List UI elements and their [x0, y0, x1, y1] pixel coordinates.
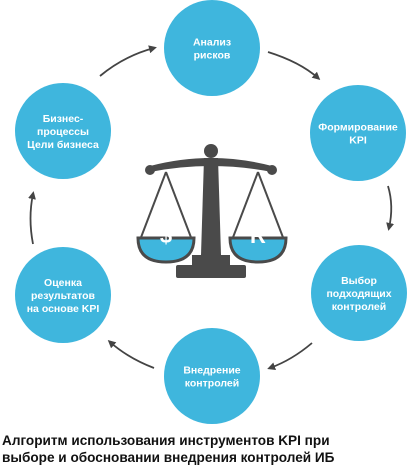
caption-line-1: Алгоритм использования инструментов KPI … — [2, 433, 330, 448]
scale-base-top — [192, 255, 230, 265]
node-label-line: процессы — [37, 126, 89, 138]
cycle-arrow — [267, 342, 313, 371]
cycle-arrows — [28, 45, 395, 371]
node-circle — [164, 328, 260, 424]
node-label-line: Выбор — [341, 275, 377, 287]
node-label-line: Внедрение — [183, 365, 240, 377]
node-circle — [15, 83, 111, 179]
scale-pillar — [201, 158, 221, 255]
r-symbol: R — [250, 223, 266, 248]
node-label-line: Оценка — [44, 277, 82, 289]
left-pan-string — [139, 171, 167, 241]
right-pan-string — [231, 171, 259, 241]
cycle-arrow — [28, 191, 36, 245]
node-label-line: KPI — [349, 135, 367, 147]
right-pan — [228, 236, 288, 264]
node-label-line: рисков — [194, 50, 231, 62]
cycle-arrow — [267, 51, 321, 80]
dollar-symbol: $ — [160, 223, 172, 248]
diagram-caption: Алгоритм использования инструментов KPI … — [2, 432, 412, 466]
cycle-arrow — [107, 340, 155, 369]
scale-knob — [204, 144, 218, 158]
node-label-line: на основе KPI — [27, 303, 100, 315]
node-label-line: контролей — [332, 301, 386, 313]
left-pan — [136, 236, 196, 264]
node-circle — [310, 85, 406, 181]
scale-beam-end-left — [145, 165, 155, 175]
balance-scale-icon: $ R — [136, 144, 288, 278]
node-label-line: контролей — [185, 378, 239, 390]
node-circle — [15, 247, 111, 343]
scale-base — [176, 265, 246, 278]
node-circle — [311, 245, 407, 341]
node-label-line: подходящих — [326, 288, 391, 300]
scale-beam-end-right — [267, 165, 277, 175]
node-label-line: результатов — [31, 290, 96, 302]
caption-line-2: выборе и обосновании внедрения контролей… — [2, 450, 335, 465]
node-label-line: Цели бизнеса — [27, 139, 99, 151]
left-pan-string — [165, 171, 193, 241]
node-label-line: Анализ — [193, 37, 231, 49]
cycle-arrow — [99, 45, 157, 77]
node-label-line: Формирование — [318, 122, 398, 134]
node-circle — [164, 0, 260, 96]
node-label-line: Бизнес- — [43, 113, 84, 125]
right-pan-string — [257, 171, 285, 241]
cycle-arrow — [386, 185, 395, 231]
